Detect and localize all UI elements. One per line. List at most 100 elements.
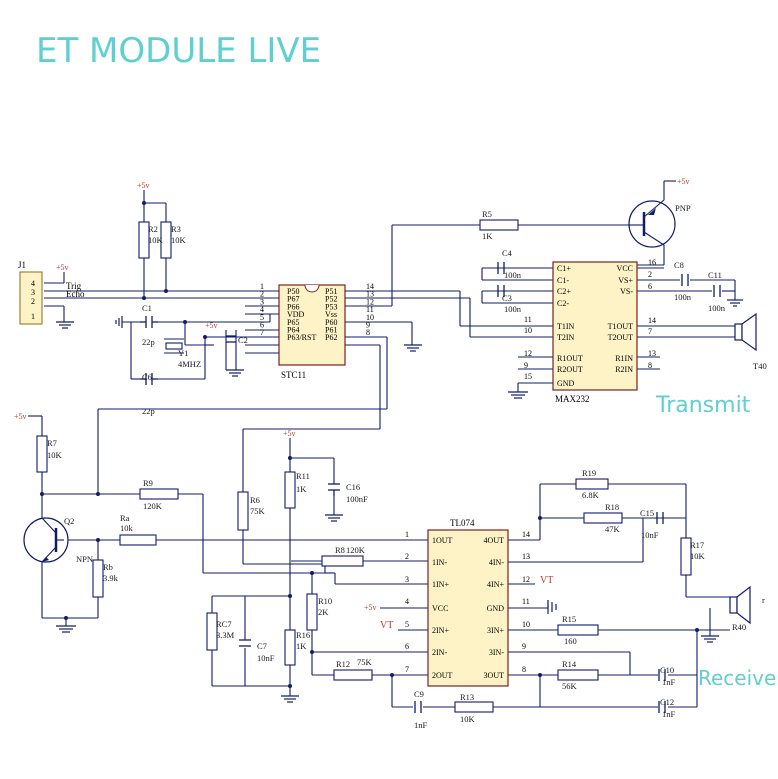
mcu-pin-label: P60: [325, 318, 337, 327]
tl074-pin-number: 12: [522, 575, 530, 584]
vcc-label: +5v: [14, 412, 27, 421]
label: R14: [562, 659, 577, 669]
mcu-pin-number: 7: [260, 328, 264, 337]
max232-pin-label: VS-: [620, 287, 633, 296]
ground-symbols: [56, 299, 743, 703]
label: C9: [414, 689, 424, 699]
label: R6: [250, 495, 260, 505]
label: C7: [257, 641, 267, 651]
label: 160: [564, 636, 577, 646]
capacitor-c8: [681, 274, 689, 286]
tl074-pin-number: 9: [522, 642, 526, 651]
label: 100nF: [346, 494, 368, 504]
label: 22p: [142, 337, 155, 347]
resistor-r12: [333, 669, 373, 681]
resistor-r6: [237, 491, 249, 531]
label: 1nF: [662, 677, 676, 687]
resistor-ra: [119, 534, 157, 546]
label: 75K: [357, 657, 373, 667]
label: 100n: [504, 304, 522, 314]
resistor-r9: [139, 488, 179, 500]
label: C15: [640, 508, 654, 518]
label: r: [762, 595, 765, 605]
capacitor-c6: [140, 373, 158, 385]
mcu-pin-number: 9: [366, 321, 370, 330]
ground-icon: [701, 635, 719, 643]
label: C3: [502, 293, 512, 303]
label: 10K: [47, 450, 63, 460]
label: 1K: [296, 484, 307, 494]
tl074-pin-number: 8: [522, 665, 526, 674]
max232-chip: [552, 261, 638, 391]
label: 56K: [562, 681, 578, 691]
tl074-pin-label: 3OUT: [484, 671, 505, 680]
label: R2: [148, 224, 158, 234]
label: C10: [660, 665, 674, 675]
label: C11: [708, 270, 722, 280]
ground-icon: [727, 299, 743, 307]
resistor-r3: [160, 221, 172, 259]
label: C6: [142, 372, 152, 382]
max232-pin-number: 11: [524, 315, 532, 324]
tl074-pin-label: 2IN+: [432, 626, 449, 635]
label: 1K: [482, 231, 493, 241]
mcu-pin-number: 4: [260, 305, 264, 314]
mcu-pin-label: VDD: [287, 310, 305, 319]
max232-pin-label: T1IN: [557, 322, 575, 331]
max232-pin-label: C2-: [557, 299, 569, 308]
tl074-pin-number: 7: [405, 665, 409, 674]
resistor-rb: [92, 559, 104, 598]
mcu-pin-number: 11: [366, 305, 374, 314]
vcc-label: +5v: [137, 181, 150, 190]
capacitor-c3: [497, 285, 505, 297]
max232-ref: MAX232: [555, 394, 590, 404]
receive-label: Receive: [698, 666, 776, 690]
ground-icon: [508, 391, 528, 399]
resistor-r5: [479, 219, 519, 231]
max232-pin-number: 8: [648, 361, 652, 370]
tl074-pin-number: 14: [522, 530, 530, 539]
label: 100n: [708, 303, 726, 313]
tl074-pin-label: 4IN+: [487, 580, 504, 589]
mcu-pin-label: P65: [287, 318, 299, 327]
tl074-ref: TL074: [450, 518, 475, 528]
resistor-r11: [284, 471, 296, 509]
label: R19: [582, 468, 596, 478]
ground-icon: [56, 321, 74, 329]
j1-pin: 1: [31, 312, 35, 321]
resistor-r13: [454, 701, 494, 713]
max232-pin-number: 12: [524, 349, 532, 358]
j1-pin: 2: [31, 297, 35, 306]
label: 4MHZ: [178, 359, 201, 369]
label: 2K: [318, 607, 329, 617]
tl074-pin-label: 3IN-: [489, 648, 504, 657]
capacitor-c16: [328, 483, 340, 496]
mcu-pin-number: 8: [366, 328, 370, 337]
label: 3.3M: [216, 630, 235, 640]
resistor-r14: [557, 669, 599, 681]
tl074-pin-number: 1: [405, 530, 409, 539]
label: 10nF: [641, 530, 659, 540]
resistor-r10: [306, 593, 318, 631]
tl074-chip: [427, 529, 509, 687]
mcu-pin-label: P64: [287, 326, 299, 335]
mcu-pin-number: 6: [260, 321, 264, 330]
page-title: ET MODULE LIVE: [36, 31, 321, 71]
label: 10K: [148, 235, 164, 245]
transmit-label: Transmit: [655, 393, 751, 418]
tl074-pin-number: 13: [522, 552, 530, 561]
capacitor-c10: [658, 669, 666, 681]
label: R16: [296, 630, 310, 640]
label: R40: [732, 622, 746, 632]
label: 1K: [296, 641, 307, 651]
label: Q2: [64, 516, 74, 526]
mcu-pin-label: P53: [325, 302, 337, 311]
mcu-pin-number: 10: [366, 313, 374, 322]
mcu-pin-label: P66: [287, 302, 299, 311]
capacitor-c15: [656, 512, 664, 524]
resistor-r18: [583, 512, 623, 524]
resistor-r7: [36, 435, 48, 473]
npn-transistor: [23, 517, 69, 563]
crystal-y1: [164, 338, 214, 354]
label: C1: [142, 303, 152, 313]
